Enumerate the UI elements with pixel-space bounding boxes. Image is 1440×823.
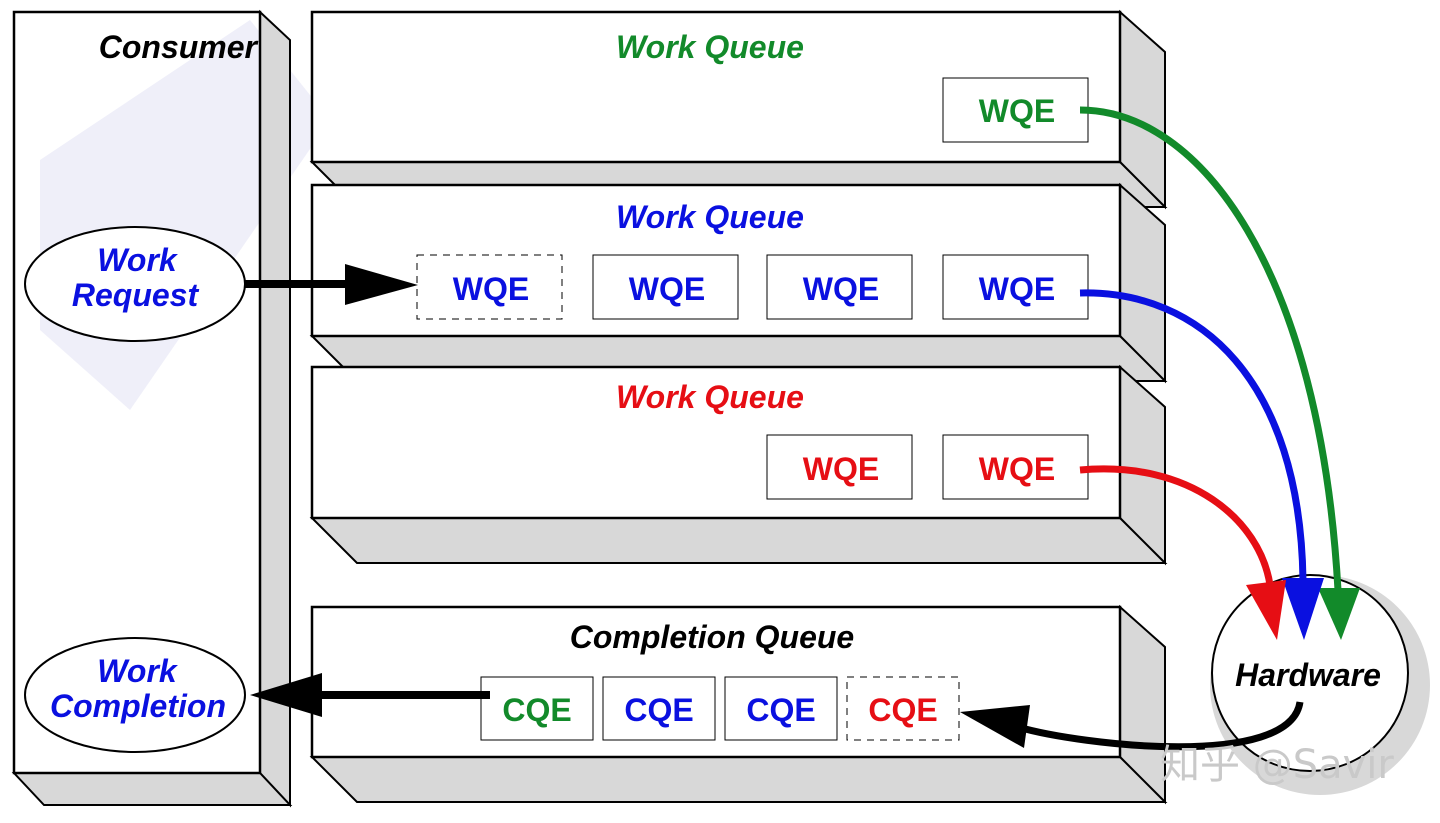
arrow-blue-wqe-to-hardware	[1079, 289, 1307, 581]
arrow-hardware-to-cqe	[1017, 701, 1304, 751]
wqe-label: WQE	[803, 271, 879, 307]
wqe-entry: WQE	[592, 254, 739, 320]
hardware-label: Hardware	[1235, 657, 1381, 693]
arrowhead-red	[1246, 580, 1286, 640]
consumer-title: Consumer	[99, 29, 259, 65]
work-queue-green-title: Work Queue	[616, 29, 804, 65]
wqe-entry: WQE	[766, 254, 913, 320]
hardware-node: Hardware	[1210, 574, 1430, 795]
arrow-red-wqe-to-hardware	[1079, 465, 1274, 586]
cqe-entry: CQE	[602, 676, 716, 741]
wqe-label: WQE	[979, 93, 1055, 129]
completion-queue: Completion Queue CQE CQE CQE CQE	[309, 604, 1168, 805]
wqe-entry-pending: WQE	[416, 254, 563, 320]
work-queue-green: Work Queue WQE	[309, 9, 1168, 210]
consumer-panel: Consumer	[11, 9, 293, 808]
wqe-entry: WQE	[942, 77, 1089, 143]
wqe-entry: WQE	[942, 254, 1089, 320]
wqe-label: WQE	[979, 451, 1055, 487]
arrowhead-work-completion	[250, 673, 322, 717]
wqe-entry: WQE	[942, 434, 1089, 500]
wqe-label: WQE	[979, 271, 1055, 307]
work-request-node: Work Request	[24, 226, 246, 342]
completion-queue-title: Completion Queue	[570, 619, 854, 655]
arrowhead-blue	[1282, 578, 1324, 640]
cqe-entry: CQE	[480, 676, 594, 741]
work-completion-node: Work Completion	[24, 637, 246, 753]
cqe-label: CQE	[868, 692, 937, 728]
cqe-entry-new: CQE	[846, 676, 960, 741]
watermark-text: 知乎 @Savir	[1160, 742, 1394, 788]
cqe-entry: CQE	[724, 676, 838, 741]
wqe-label: WQE	[629, 271, 705, 307]
arrowhead-green	[1318, 588, 1360, 640]
work-queue-red: Work Queue WQE WQE	[309, 364, 1168, 566]
work-queue-blue-title: Work Queue	[616, 199, 804, 235]
cqe-label: CQE	[624, 692, 693, 728]
black-arrows	[244, 264, 1304, 751]
cqe-label: CQE	[746, 692, 815, 728]
wqe-to-hardware-arrows	[1079, 106, 1360, 640]
cqe-label: CQE	[502, 692, 571, 728]
arrowhead-work-request	[345, 264, 418, 305]
wqe-label: WQE	[803, 451, 879, 487]
arrow-green-wqe-to-hardware	[1079, 106, 1342, 591]
work-queue-blue: Work Queue WQE WQE WQE WQE	[309, 182, 1168, 384]
work-completion-label-line2: Completion	[50, 688, 226, 724]
work-request-label-line2: Request	[72, 277, 200, 313]
work-queue-red-title: Work Queue	[616, 379, 804, 415]
arrowhead-cqe	[960, 705, 1030, 748]
work-completion-label-line1: Work	[97, 653, 179, 689]
wqe-label: WQE	[453, 271, 529, 307]
work-request-label-line1: Work	[97, 242, 179, 278]
wqe-entry: WQE	[766, 434, 913, 500]
